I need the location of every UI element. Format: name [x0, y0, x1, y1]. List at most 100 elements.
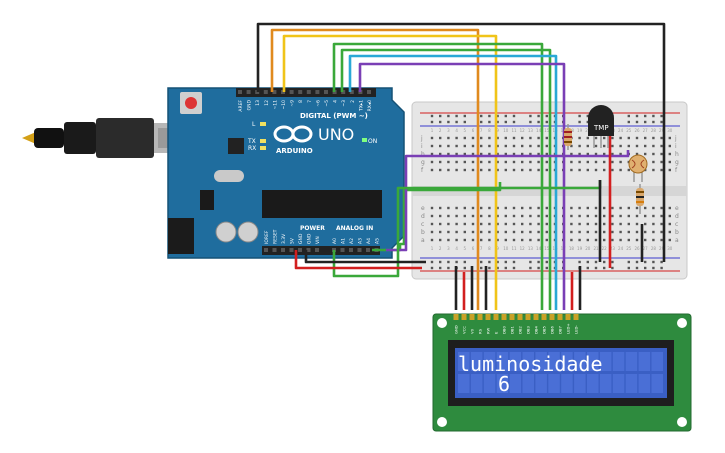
terminal-hole[interactable]: [611, 136, 614, 140]
terminal-hole[interactable]: [578, 136, 581, 140]
terminal-hole[interactable]: [471, 160, 475, 164]
lcd-pin[interactable]: [533, 314, 539, 320]
rail-hole[interactable]: [578, 260, 581, 264]
terminal-hole[interactable]: [504, 160, 507, 164]
terminal-hole[interactable]: [644, 206, 647, 210]
terminal-hole[interactable]: [619, 160, 622, 164]
terminal-hole[interactable]: [463, 168, 466, 172]
terminal-hole[interactable]: [603, 152, 606, 156]
terminal-hole[interactable]: [586, 136, 589, 140]
rail-hole[interactable]: [611, 260, 614, 264]
terminal-hole[interactable]: [570, 222, 573, 226]
terminal-hole[interactable]: [439, 214, 442, 218]
rail-hole[interactable]: [652, 266, 655, 270]
terminal-hole[interactable]: [619, 136, 622, 140]
rail-hole[interactable]: [496, 114, 499, 118]
terminal-hole[interactable]: [512, 238, 516, 242]
terminal-hole[interactable]: [627, 214, 630, 218]
terminal-hole[interactable]: [545, 168, 548, 172]
rail-hole[interactable]: [611, 266, 614, 270]
terminal-hole[interactable]: [586, 230, 589, 234]
terminal-hole[interactable]: [480, 206, 483, 210]
terminal-hole[interactable]: [652, 152, 655, 156]
terminal-hole[interactable]: [455, 136, 458, 140]
terminal-hole[interactable]: [430, 168, 434, 172]
terminal-hole[interactable]: [537, 136, 540, 140]
terminal-hole[interactable]: [619, 144, 622, 148]
terminal-hole[interactable]: [586, 214, 589, 218]
rail-hole[interactable]: [537, 260, 540, 264]
lcd-pin[interactable]: [565, 314, 571, 320]
terminal-hole[interactable]: [471, 214, 475, 218]
rail-hole[interactable]: [439, 266, 442, 270]
terminal-hole[interactable]: [529, 206, 532, 210]
analog-pin[interactable]: [349, 248, 353, 252]
rail-hole[interactable]: [496, 260, 499, 264]
terminal-hole[interactable]: [660, 144, 663, 148]
terminal-hole[interactable]: [578, 152, 581, 156]
analog-pin[interactable]: [340, 248, 345, 252]
terminal-hole[interactable]: [660, 152, 663, 156]
terminal-hole[interactable]: [496, 222, 499, 226]
rail-hole[interactable]: [455, 114, 458, 118]
rail-hole[interactable]: [496, 120, 499, 124]
terminal-hole[interactable]: [545, 238, 548, 242]
digital-pin[interactable]: [306, 90, 311, 94]
terminal-hole[interactable]: [521, 152, 524, 156]
terminal-hole[interactable]: [652, 230, 655, 234]
terminal-hole[interactable]: [455, 222, 458, 226]
terminal-hole[interactable]: [611, 168, 614, 172]
lcd-pin[interactable]: [573, 314, 579, 320]
terminal-hole[interactable]: [594, 144, 598, 148]
terminal-hole[interactable]: [652, 214, 655, 218]
terminal-hole[interactable]: [619, 238, 622, 242]
terminal-hole[interactable]: [586, 206, 589, 210]
terminal-hole[interactable]: [668, 136, 671, 140]
rail-hole[interactable]: [652, 114, 655, 118]
rail-hole[interactable]: [545, 260, 548, 264]
rail-hole[interactable]: [660, 260, 663, 264]
rail-hole[interactable]: [586, 260, 589, 264]
terminal-hole[interactable]: [668, 222, 671, 226]
terminal-hole[interactable]: [430, 206, 434, 210]
terminal-hole[interactable]: [570, 144, 573, 148]
terminal-hole[interactable]: [668, 214, 671, 218]
terminal-hole[interactable]: [496, 214, 499, 218]
terminal-hole[interactable]: [439, 230, 442, 234]
rail-hole[interactable]: [480, 120, 483, 124]
terminal-hole[interactable]: [603, 136, 606, 140]
rail-hole[interactable]: [455, 120, 458, 124]
terminal-hole[interactable]: [504, 206, 507, 210]
terminal-hole[interactable]: [668, 160, 671, 164]
terminal-hole[interactable]: [455, 238, 458, 242]
digital-pin[interactable]: [367, 90, 371, 94]
terminal-hole[interactable]: [488, 160, 491, 164]
rail-hole[interactable]: [447, 266, 450, 270]
terminal-hole[interactable]: [660, 168, 663, 172]
terminal-hole[interactable]: [644, 238, 647, 242]
rail-hole[interactable]: [488, 260, 491, 264]
terminal-hole[interactable]: [570, 214, 573, 218]
rail-hole[interactable]: [463, 114, 466, 118]
terminal-hole[interactable]: [521, 206, 524, 210]
terminal-hole[interactable]: [496, 230, 499, 234]
rail-hole[interactable]: [488, 120, 491, 124]
terminal-hole[interactable]: [570, 168, 573, 172]
terminal-hole[interactable]: [496, 168, 499, 172]
terminal-hole[interactable]: [611, 214, 614, 218]
rail-hole[interactable]: [537, 120, 540, 124]
lcd-pin[interactable]: [501, 314, 507, 320]
rail-hole[interactable]: [586, 120, 589, 124]
terminal-hole[interactable]: [627, 144, 630, 148]
rail-hole[interactable]: [504, 260, 507, 264]
terminal-hole[interactable]: [439, 238, 442, 242]
terminal-hole[interactable]: [652, 136, 655, 140]
terminal-hole[interactable]: [537, 230, 540, 234]
rail-hole[interactable]: [463, 266, 466, 270]
terminal-hole[interactable]: [545, 144, 548, 148]
rail-hole[interactable]: [504, 266, 507, 270]
rail-hole[interactable]: [627, 266, 630, 270]
terminal-hole[interactable]: [660, 222, 663, 226]
terminal-hole[interactable]: [594, 238, 598, 242]
lcd-pin[interactable]: [461, 314, 467, 320]
